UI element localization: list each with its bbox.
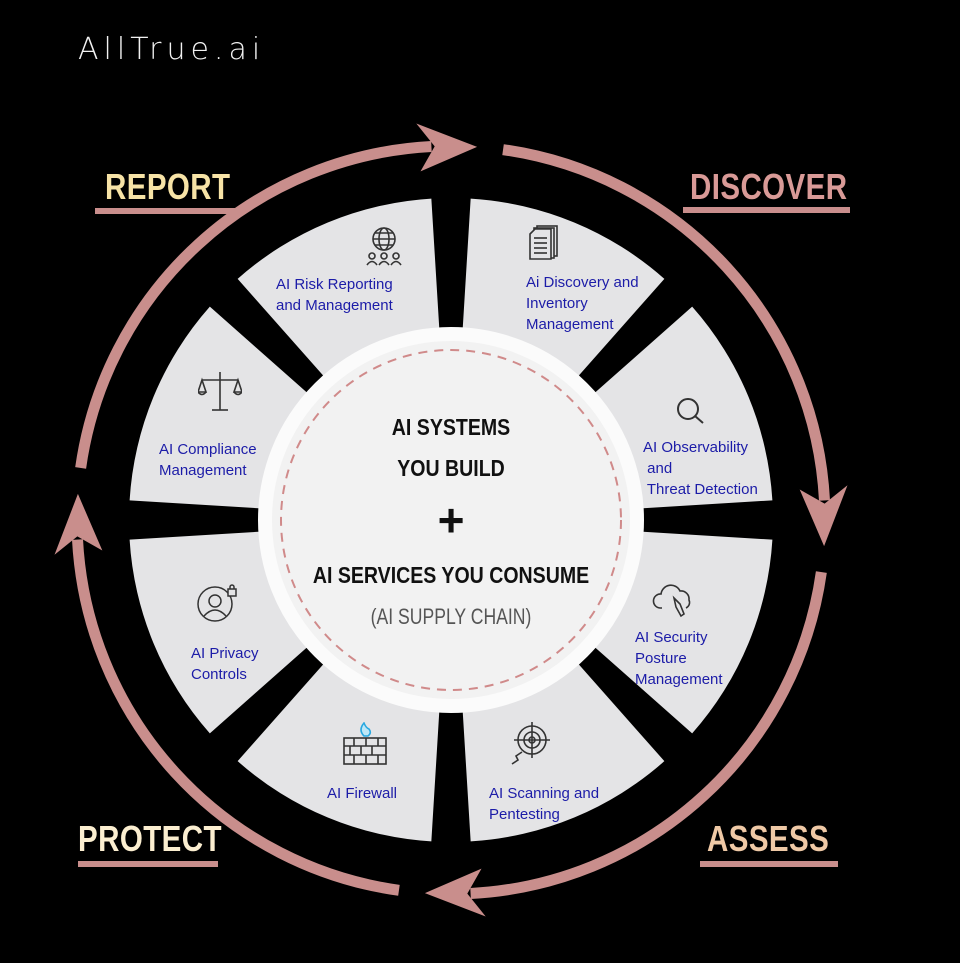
phase-discover-underline xyxy=(683,207,850,213)
arrowhead-icon xyxy=(416,123,478,172)
segment-compliance-label: AI Compliance Management xyxy=(159,441,257,479)
scales-icon xyxy=(198,372,242,411)
arrowhead-icon xyxy=(54,493,103,555)
cycle-arc-assess-to-protect xyxy=(470,571,827,899)
magnifier-icon xyxy=(677,398,704,424)
center-circle xyxy=(258,327,644,713)
cycle-arc-discover-to-assess xyxy=(502,144,830,501)
segment-privacy-label: AI Privacy Controls xyxy=(191,645,259,683)
alltrue-logo: AllTrue.ai xyxy=(78,32,266,67)
globe-people-icon xyxy=(366,227,402,266)
segment-discovery-label: Ai Discovery and Inventory Management xyxy=(526,274,639,333)
phase-assess-underline xyxy=(700,861,838,867)
phase-assess-label: ASSESS xyxy=(707,818,830,859)
cycle-arc-report-to-discover xyxy=(75,141,432,469)
documents-icon xyxy=(529,225,558,260)
arrowhead-icon xyxy=(424,868,486,917)
segment-security-posture-label: AI Security Posture Management xyxy=(635,629,723,688)
phase-discover-label: DISCOVER xyxy=(690,166,848,207)
center-line-supply-chain: (AI SUPPLY CHAIN) xyxy=(370,604,532,629)
segment-risk-reporting-label: AI Risk Reporting and Management xyxy=(276,276,393,314)
center-line-build: YOU BUILD xyxy=(397,455,505,481)
segment-scanning-label: AI Scanning and Pentesting xyxy=(489,785,600,823)
target-icon xyxy=(511,722,550,765)
phase-protect-label: PROTECT xyxy=(78,818,222,859)
center-dashed-ring xyxy=(280,349,622,691)
center-line-services: AI SERVICES YOU CONSUME xyxy=(312,562,590,588)
plus-icon: + xyxy=(437,494,465,546)
arrowhead-icon xyxy=(799,485,848,547)
person-lock-icon xyxy=(197,584,237,622)
segment-firewall-label: AI Firewall xyxy=(327,785,398,802)
phase-report-underline xyxy=(95,208,235,214)
center-line-systems: AI SYSTEMS xyxy=(391,414,511,440)
phase-protect-underline xyxy=(78,861,218,867)
segment-observability-label: AI Observability and Threat Detection xyxy=(643,439,758,498)
cloud-wrench-icon xyxy=(652,584,691,618)
firewall-icon xyxy=(343,722,387,765)
cycle-arc-protect-to-report xyxy=(72,539,400,896)
phase-report-label: REPORT xyxy=(105,166,231,207)
